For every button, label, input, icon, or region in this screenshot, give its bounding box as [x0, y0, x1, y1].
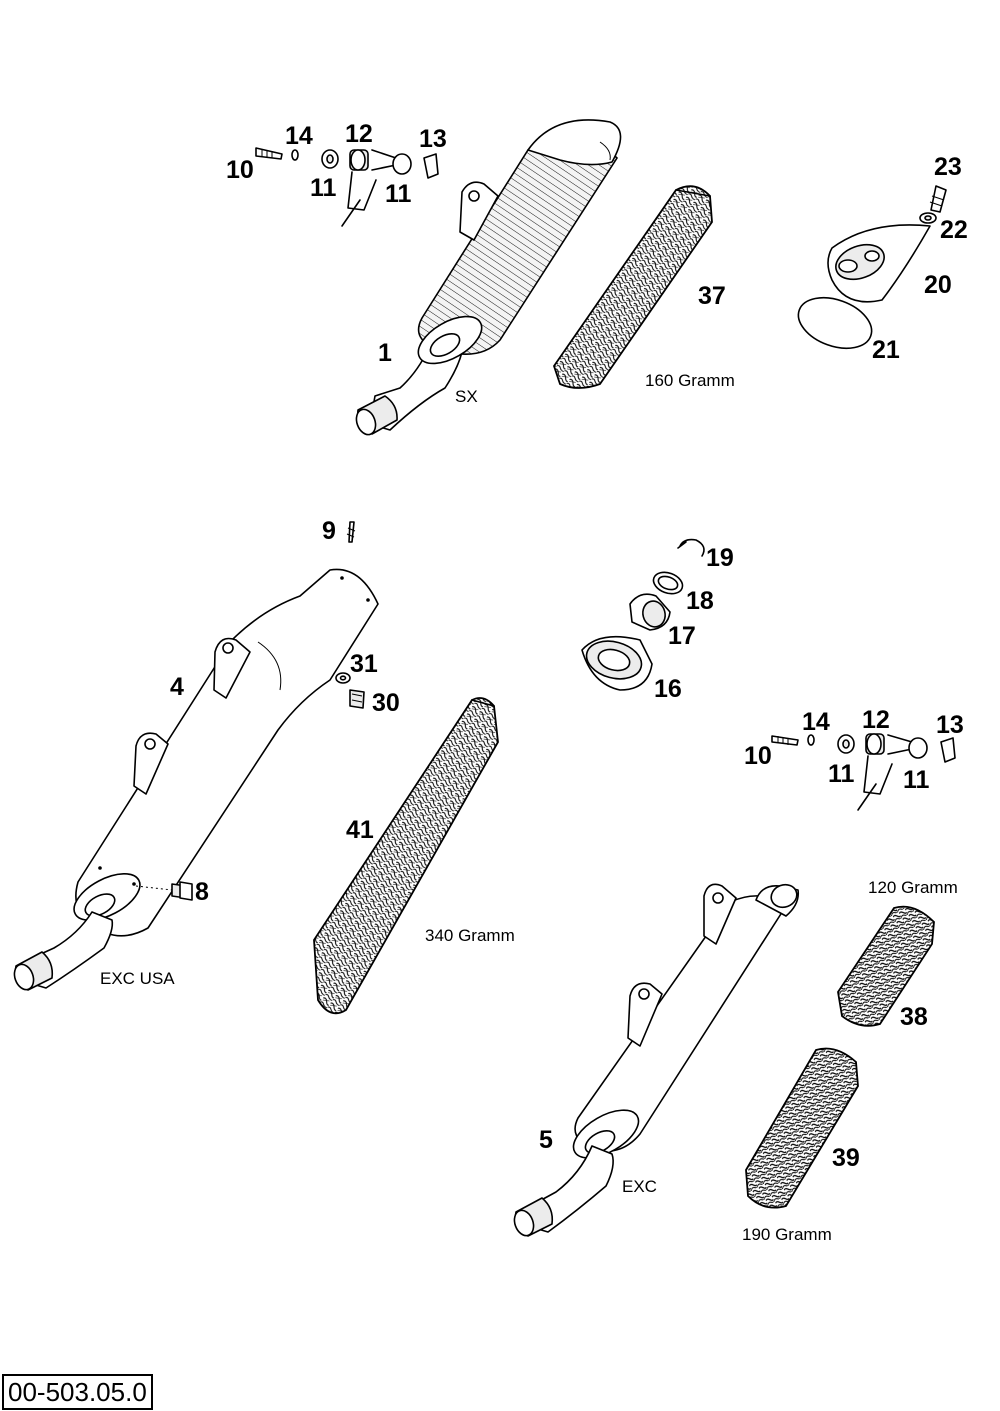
clip-13-top: [423, 153, 439, 179]
packing-41: [313, 697, 499, 1015]
part-number-11b-right: 11: [903, 766, 930, 794]
packing-37: [553, 185, 713, 389]
part-number-38: 38: [900, 1003, 928, 1031]
part-number-23: 23: [934, 153, 962, 181]
part-number-14-top: 14: [285, 122, 313, 150]
weight-label-38: 120 Gramm: [868, 878, 958, 897]
part-number-30: 30: [372, 689, 400, 717]
weight-label-39: 190 Gramm: [742, 1225, 832, 1244]
washer-14-right: [807, 734, 815, 746]
variant-label-exc-usa: EXC USA: [100, 969, 175, 988]
part-number-13-right: 13: [936, 711, 964, 739]
part-number-19: 19: [706, 544, 734, 572]
sx-silencer-group: SX 160 Gramm: [226, 119, 968, 436]
part-number-22: 22: [940, 216, 968, 244]
exc-usa-outlet-pipe: [13, 911, 114, 991]
part-number-39: 39: [832, 1144, 860, 1172]
part-number-20: 20: [924, 271, 952, 299]
weight-label-41: 340 Gramm: [425, 926, 515, 945]
drawing-code-label: 00-503.05.0: [2, 1374, 153, 1410]
end-cap-parts: [797, 185, 947, 350]
weight-label-37: 160 Gramm: [645, 371, 735, 390]
part-number-10-right: 10: [744, 742, 772, 770]
circlip-19: [677, 538, 705, 557]
part-number-37: 37: [698, 282, 726, 310]
part-number-11a-right: 11: [828, 760, 855, 788]
part-number-9: 9: [322, 517, 336, 545]
bolt-10-right: [771, 735, 799, 746]
end-cap-stack: [581, 538, 705, 691]
exc-usa-silencer-group: EXC USA 340 Gramm 9 4 31 30 41 8: [13, 517, 515, 1015]
washer-14-top: [291, 149, 299, 161]
part-number-16: 16: [654, 675, 682, 703]
part-number-17: 17: [668, 622, 696, 650]
exc-silencer-body: [572, 883, 800, 1159]
part-number-4: 4: [170, 673, 184, 701]
washer-11b-top: [392, 153, 412, 175]
part-number-11b-top: 11: [385, 180, 412, 208]
part-number-41: 41: [346, 816, 374, 844]
part-number-8: 8: [195, 878, 209, 906]
part-number-11a-top: 11: [310, 174, 337, 202]
part-number-1: 1: [378, 339, 392, 367]
packing-39: [745, 1047, 859, 1209]
screw-30: [349, 689, 365, 709]
mounting-hardware-top: [255, 147, 439, 227]
mounting-hardware-right: [771, 733, 956, 811]
bolt-10-top: [255, 147, 283, 160]
washer-11b-right: [908, 737, 928, 759]
exc-outlet-pipe: [513, 1145, 614, 1237]
part-number-21: 21: [872, 336, 900, 364]
o-ring-21: [797, 296, 873, 350]
sx-silencer-body: [417, 119, 622, 365]
clip-13-right: [940, 737, 956, 763]
part-number-13-top: 13: [419, 125, 447, 153]
part-number-12-right: 12: [862, 706, 890, 734]
packing-38: [837, 905, 935, 1027]
screw-9: [346, 521, 356, 543]
part-number-31: 31: [350, 650, 378, 678]
exc-silencer-group: EXC 120 Gramm 190 Gramm 19 18 17 16 14 1…: [513, 538, 964, 1244]
part-number-5: 5: [539, 1126, 553, 1154]
bolt-23: [930, 185, 947, 213]
screw-8: [135, 881, 193, 901]
variant-label-sx: SX: [455, 387, 478, 406]
part-number-12-top: 12: [345, 120, 373, 148]
washer-31: [335, 672, 351, 684]
variant-label-exc: EXC: [622, 1177, 657, 1196]
exc-usa-silencer-body: [73, 568, 379, 937]
part-number-14-right: 14: [802, 708, 830, 736]
part-number-18: 18: [686, 587, 714, 615]
part-number-10-top: 10: [226, 156, 254, 184]
